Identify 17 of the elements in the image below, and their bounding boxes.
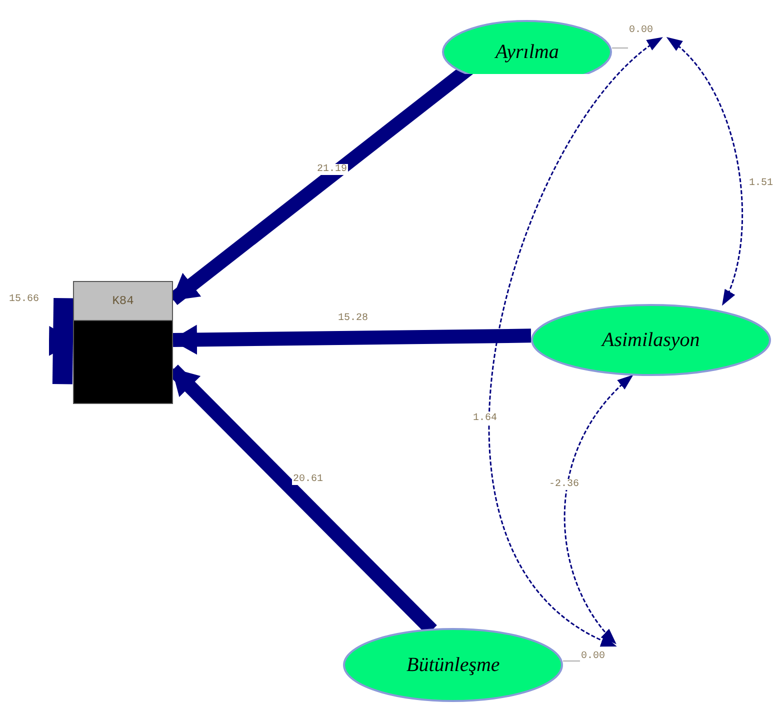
variance-value: 0.00 bbox=[580, 651, 606, 662]
covariance-arrow bbox=[666, 36, 744, 306]
edge-label: -2.36 bbox=[548, 479, 580, 490]
variance-value: 0.00 bbox=[628, 25, 654, 36]
variable-label: K84 bbox=[112, 294, 134, 308]
edge-label: 21.19 bbox=[316, 164, 348, 175]
variable-label: Bütünleşme bbox=[406, 654, 500, 676]
covariance-arrow bbox=[564, 374, 634, 644]
observed-variable-box bbox=[73, 281, 173, 404]
edge-label: 1.64 bbox=[472, 413, 498, 424]
edge-label: 20.61 bbox=[292, 474, 324, 485]
variable-label: Asimilasyon bbox=[602, 328, 700, 352]
path-arrow bbox=[48, 298, 75, 384]
variable-label: Ayrılma bbox=[496, 40, 559, 64]
path-arrow bbox=[171, 324, 532, 355]
latent-variable bbox=[531, 304, 771, 376]
covariance-arrow bbox=[488, 36, 663, 647]
